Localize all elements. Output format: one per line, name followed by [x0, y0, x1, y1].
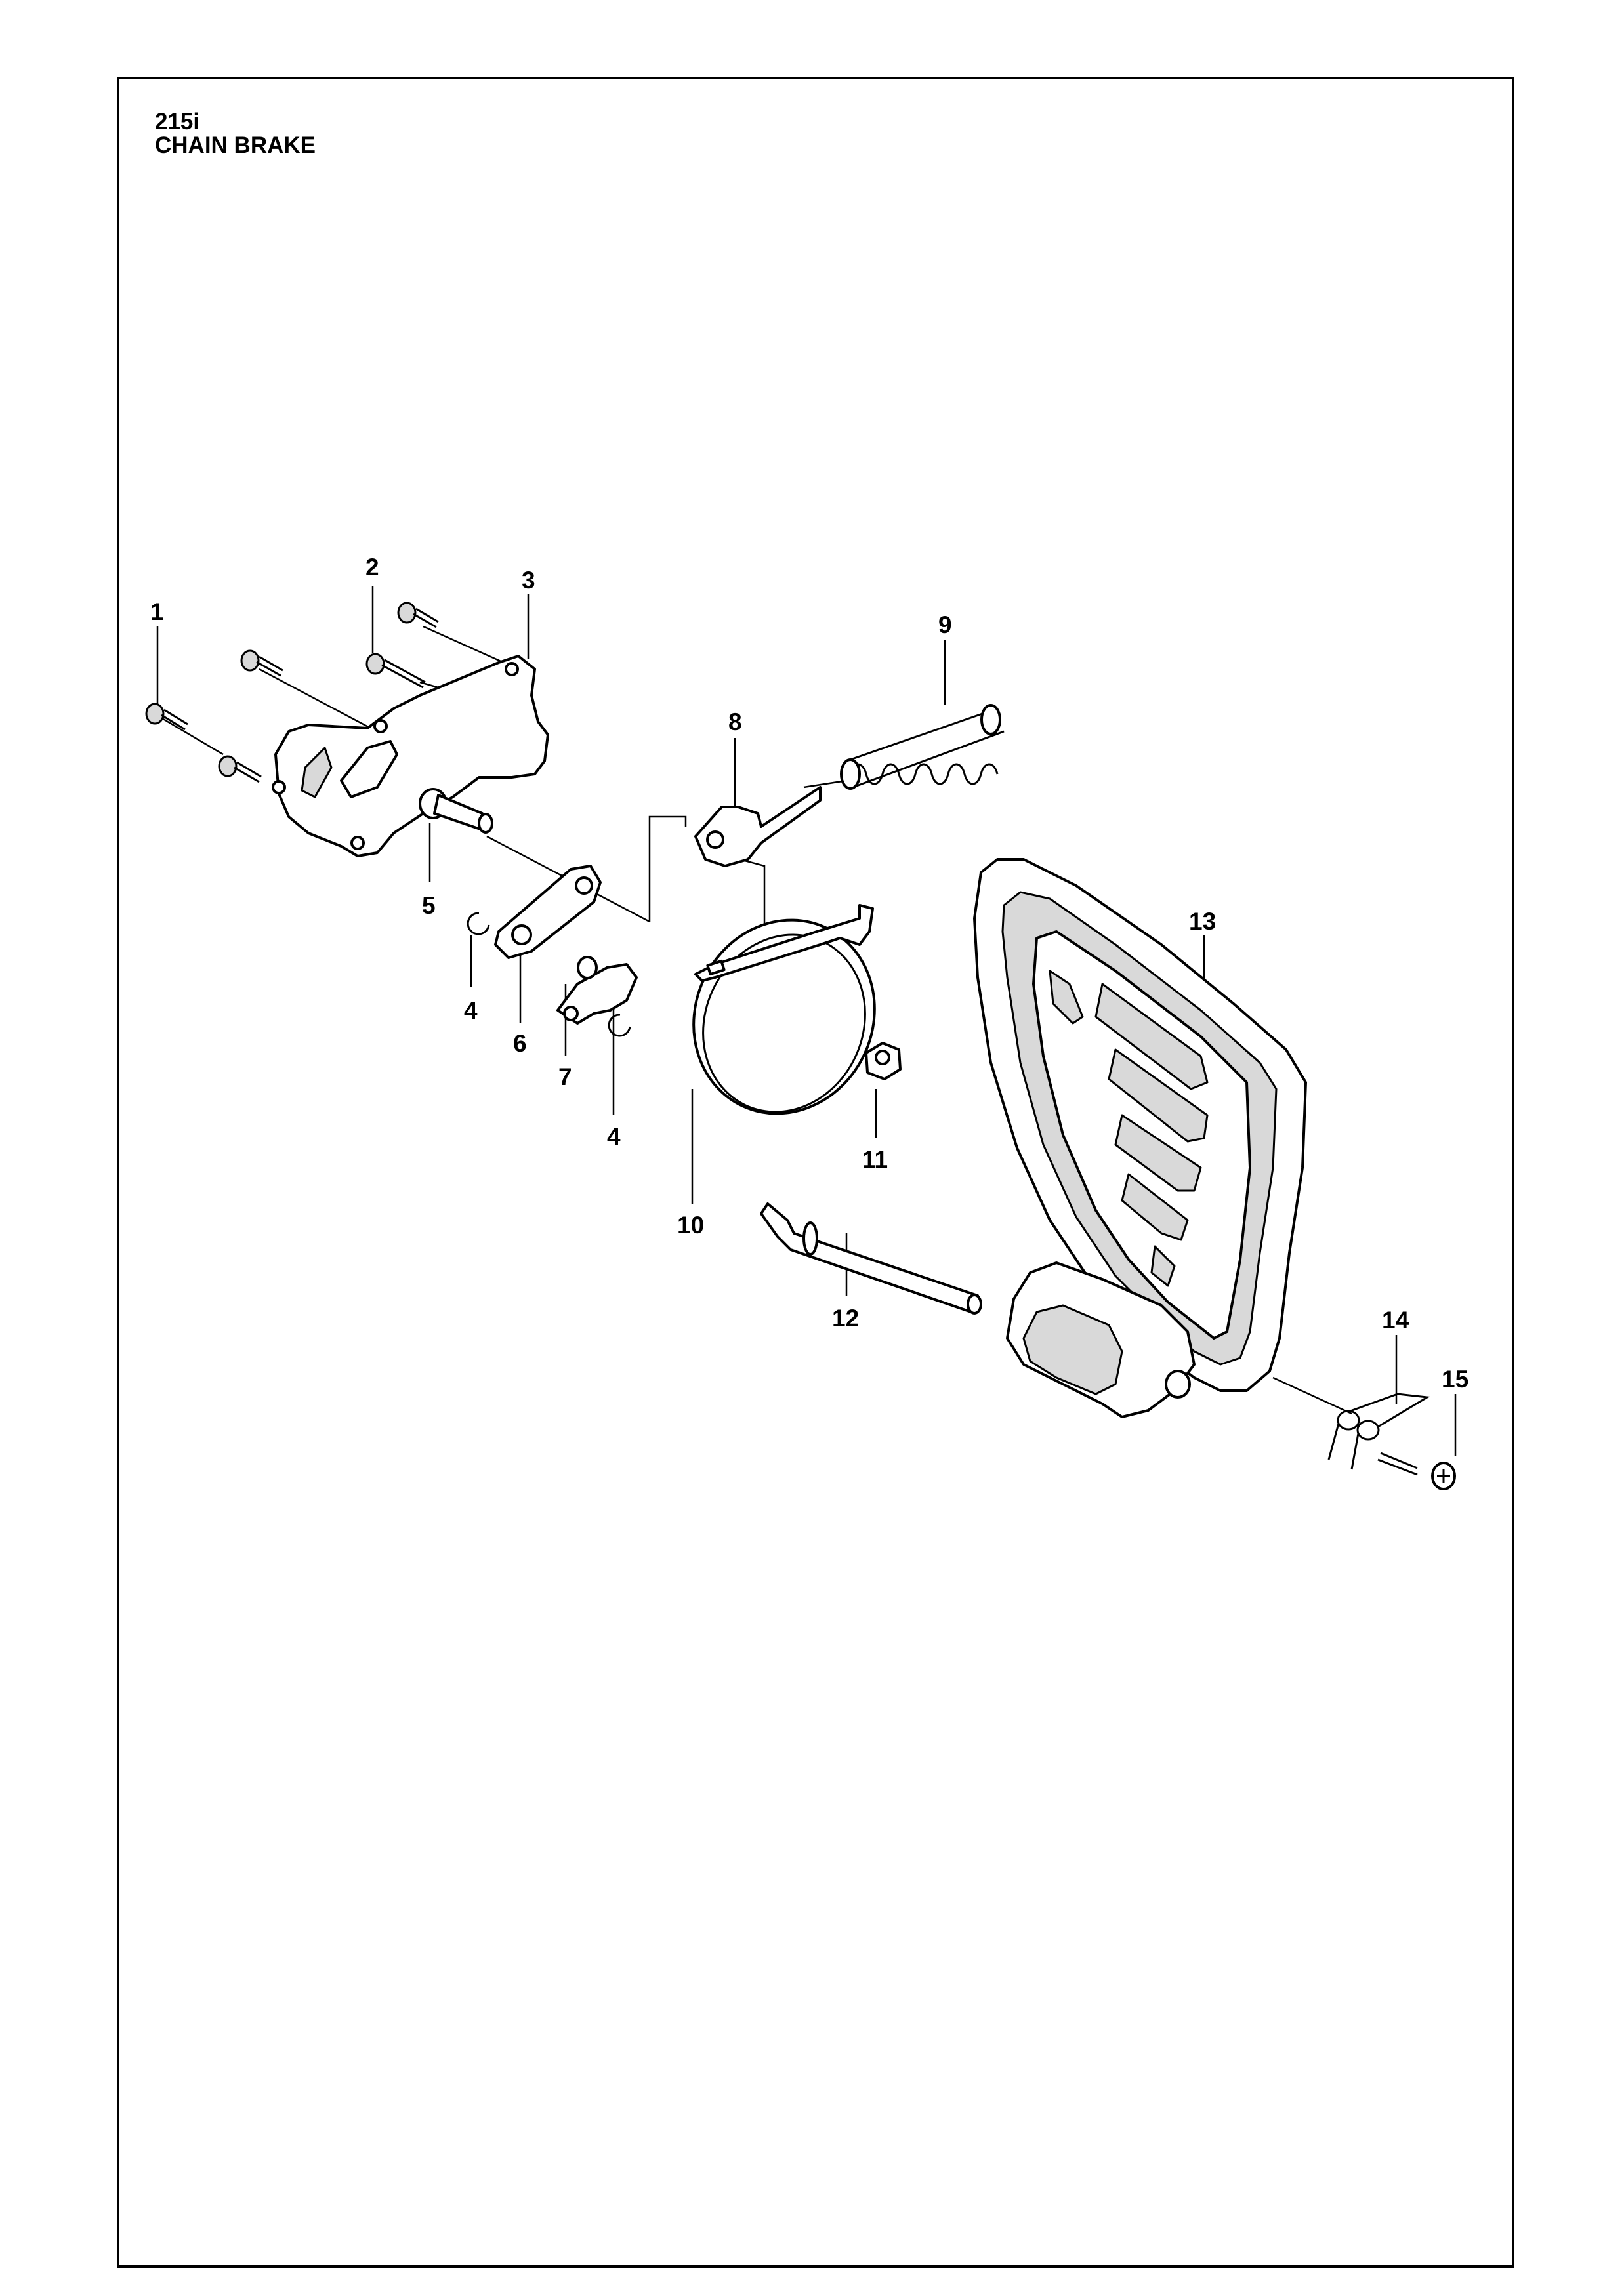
brake-band-part-10: [692, 904, 876, 1115]
pin-part-5: [419, 788, 493, 834]
screw-part-15: [1377, 1452, 1456, 1490]
callout-7: 7: [558, 1063, 572, 1090]
screw-part-1-lower: [218, 755, 262, 783]
callout-8: 8: [728, 708, 742, 735]
callout-10: 10: [677, 1212, 704, 1239]
pivot-pin-part-12: [760, 1202, 982, 1315]
screw-part-1-upper: [145, 703, 188, 731]
callout-14: 14: [1382, 1307, 1409, 1334]
callout-5: 5: [422, 892, 436, 919]
nut-part-11: [865, 1042, 902, 1080]
torsion-spring-part-14: [1327, 1393, 1430, 1470]
bracket-part-8: [694, 786, 822, 867]
model-number: 215i: [155, 109, 200, 134]
callout-15: 15: [1442, 1366, 1468, 1393]
callout-4b: 4: [607, 1123, 621, 1150]
diagram-title: CHAIN BRAKE: [155, 133, 316, 158]
clip-parts-4: [467, 912, 631, 1037]
drawing-frame: [117, 77, 1514, 2268]
plate-part-3: [272, 655, 549, 857]
hand-guard-part-13: [973, 858, 1307, 1418]
screw-parts: [145, 602, 439, 783]
spring-part-9: [840, 704, 1005, 790]
link-part-6: [494, 865, 602, 959]
callout-2: 2: [365, 554, 379, 581]
callout-1: 1: [150, 598, 164, 625]
screw-part-2-a: [240, 649, 283, 677]
callout-3: 3: [522, 567, 535, 594]
lever-part-7: [556, 956, 638, 1025]
page-header: 215i CHAIN BRAKE: [155, 110, 316, 157]
callout-12: 12: [832, 1305, 859, 1332]
screw-part-2-c: [397, 602, 439, 628]
callout-13: 13: [1189, 908, 1216, 935]
screw-part-2-b: [365, 653, 426, 689]
callouts: 1 2 3 9 8 5 13 4 6 7 4 11 10 12 14 15: [150, 554, 1468, 1393]
callout-4a: 4: [464, 997, 478, 1024]
callout-11: 11: [862, 1146, 888, 1173]
callout-9: 9: [938, 611, 952, 638]
callout-6: 6: [513, 1030, 527, 1057]
